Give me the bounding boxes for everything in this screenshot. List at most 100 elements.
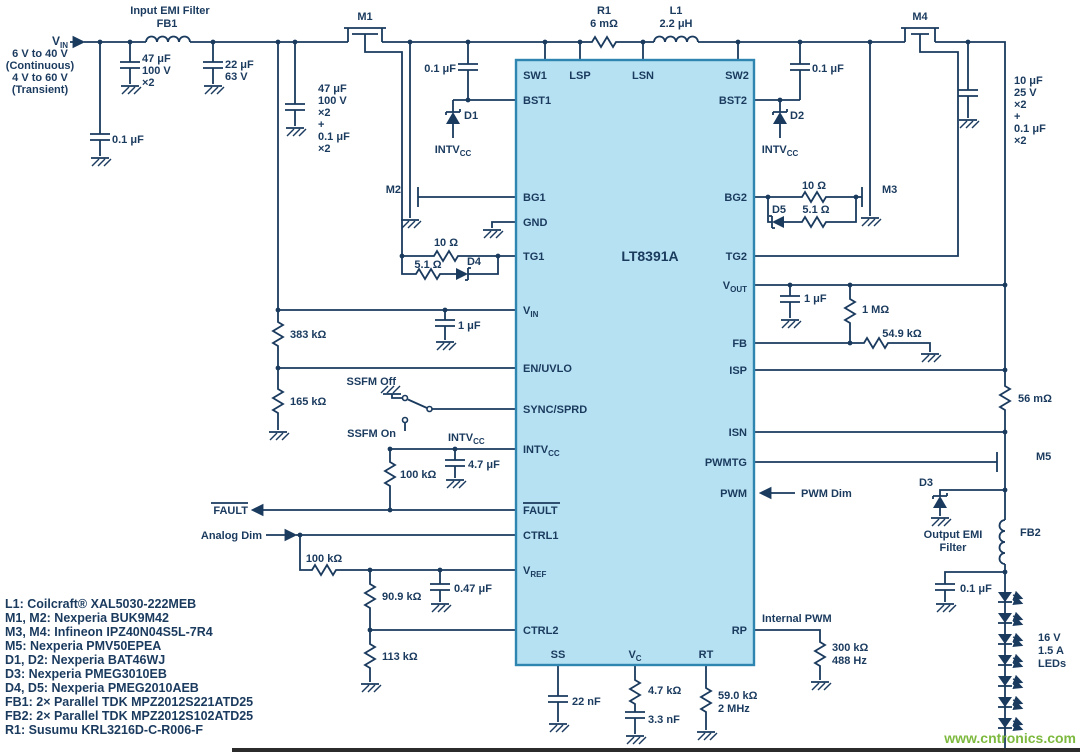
d4-label: D4	[467, 256, 482, 268]
watermark: www.cntronics.com	[943, 730, 1076, 746]
intvcc-node-label: INTVCC	[448, 432, 485, 446]
output-emi-label-2: Filter	[940, 542, 968, 554]
output-emi-cap-value: 0.1 μF	[960, 583, 992, 595]
r165k-value: 165 kΩ	[290, 396, 327, 408]
out-bank-value-3: ×2	[1014, 99, 1027, 111]
pin-ctrl2: CTRL2	[523, 625, 558, 637]
r100k-ctrl-resistor	[307, 564, 341, 576]
wiring	[70, 34, 1006, 749]
led	[998, 718, 1021, 729]
intvcc-cap	[444, 459, 466, 467]
ground-symbol	[90, 157, 112, 167]
fb2-ferrite-bead	[998, 519, 1006, 565]
bst2-cap	[789, 63, 811, 71]
r383k-value: 383 kΩ	[290, 329, 327, 341]
out-bank-value-6: ×2	[1014, 135, 1027, 147]
vin-pin-cap-value: 1 μF	[458, 320, 481, 332]
fb1-ferrite-bead	[145, 35, 191, 43]
d3-label: D3	[919, 477, 933, 489]
bank-value-1: 47 μF	[318, 83, 347, 95]
vin-label: VIN	[52, 34, 68, 50]
r59k-freq: 2 MHz	[718, 703, 750, 715]
r300k-freq: 488 Hz	[832, 655, 867, 667]
chip-pin-labels: LT8391A SW1 LSP LSN SW2 BST1 BG1 GND TG1…	[523, 70, 749, 663]
ground-symbol	[625, 735, 647, 745]
ground-symbol	[120, 85, 142, 95]
r909k-resistor	[364, 579, 376, 613]
parts-line: M5: Nexperia PMV50EPEA	[5, 639, 161, 653]
d1-diode	[445, 100, 461, 138]
r59k-resistor	[700, 683, 712, 717]
c01uf-input-cap	[89, 133, 111, 141]
m3-label: M3	[882, 184, 897, 196]
d2-label: D2	[790, 110, 804, 122]
vin-range-line1: 6 V to 40 V	[12, 48, 68, 60]
junction-dots	[97, 39, 1008, 633]
c047uf-value: 0.47 μF	[454, 583, 492, 595]
pin-gnd: GND	[523, 217, 548, 229]
m1-label: M1	[357, 11, 372, 23]
c22uf-input-cap	[202, 61, 224, 69]
ground-symbol	[935, 603, 957, 613]
ground-symbol	[285, 127, 307, 137]
led	[998, 592, 1021, 603]
ground-symbol	[445, 479, 467, 489]
r1-sense-resistor	[587, 36, 621, 48]
r47k-value: 4.7 kΩ	[648, 685, 681, 697]
bank-value-4: +	[318, 119, 324, 131]
out-bank-value-4: +	[1014, 111, 1020, 123]
parts-line: R1: Susumu KRL3216D-C-R006-F	[5, 723, 203, 737]
d1-label: D1	[464, 110, 478, 122]
ssfm-switch[interactable]	[401, 394, 433, 424]
pin-rp: RP	[732, 625, 747, 637]
parts-line: M3, M4: Infineon IPZ40N04S5L-7R4	[5, 625, 213, 639]
output-emi-label-1: Output EMI	[924, 529, 983, 541]
c47uf-value-1: 47 μF	[142, 53, 171, 65]
pin-sw1: SW1	[523, 70, 547, 82]
vout-cap	[779, 295, 801, 303]
components	[89, 27, 1021, 745]
r1m-resistor	[844, 294, 856, 328]
pin-bst1: BST1	[523, 95, 551, 107]
vout-cap-value: 1 μF	[804, 293, 827, 305]
ssfm-on-label: SSFM On	[347, 428, 396, 440]
ground-symbol	[482, 229, 504, 239]
vin-range-line3: 4 V to 60 V	[12, 72, 68, 84]
parts-line: M1, M2: Nexperia BUK9M42	[5, 611, 169, 625]
r909k-value: 90.9 kΩ	[382, 591, 422, 603]
led-rating-2: 1.5 A	[1038, 645, 1064, 657]
d2-diode	[772, 100, 788, 138]
c47uf-intvcc-value: 4.7 μF	[468, 459, 500, 471]
input-emi-label: Input EMI Filter	[130, 5, 210, 17]
m1-mosfet	[344, 27, 386, 42]
ground-symbol	[360, 683, 382, 693]
led-rating-3: LEDs	[1038, 658, 1066, 670]
pin-bg2: BG2	[724, 192, 747, 204]
ground-symbol	[920, 353, 942, 363]
pin-lsn: LSN	[632, 70, 654, 82]
led	[998, 634, 1021, 645]
ground-symbol	[696, 731, 718, 741]
parts-line: L1: Coilcraft® XAL5030-222MEB	[5, 597, 196, 611]
m4-mosfet	[901, 27, 939, 42]
ground-symbol	[810, 681, 832, 691]
r56m-value: 56 mΩ	[1018, 393, 1052, 405]
pin-vin: VIN	[523, 305, 539, 319]
chip-body	[514, 58, 756, 667]
pin-ss: SS	[551, 649, 566, 661]
r113k-resistor	[364, 639, 376, 673]
r10-right-resistor	[797, 191, 831, 203]
d2-intvcc-label: INTVCC	[762, 144, 799, 158]
pin-bg1: BG1	[523, 192, 546, 204]
led-rating-1: 16 V	[1038, 632, 1061, 644]
output-bank-cap	[957, 89, 979, 97]
c01uf-value: 0.1 μF	[112, 134, 144, 146]
internal-pwm-label: Internal PWM	[762, 613, 832, 625]
led	[998, 655, 1021, 666]
bank-value-6: ×2	[318, 143, 331, 155]
pin-intvcc: INTVCC	[523, 444, 560, 458]
analog-dim-label: Analog Dim	[201, 530, 262, 542]
pin-vout: VOUT	[723, 280, 747, 294]
bst1-cap	[457, 63, 479, 71]
pin-bst2: BST2	[719, 95, 747, 107]
